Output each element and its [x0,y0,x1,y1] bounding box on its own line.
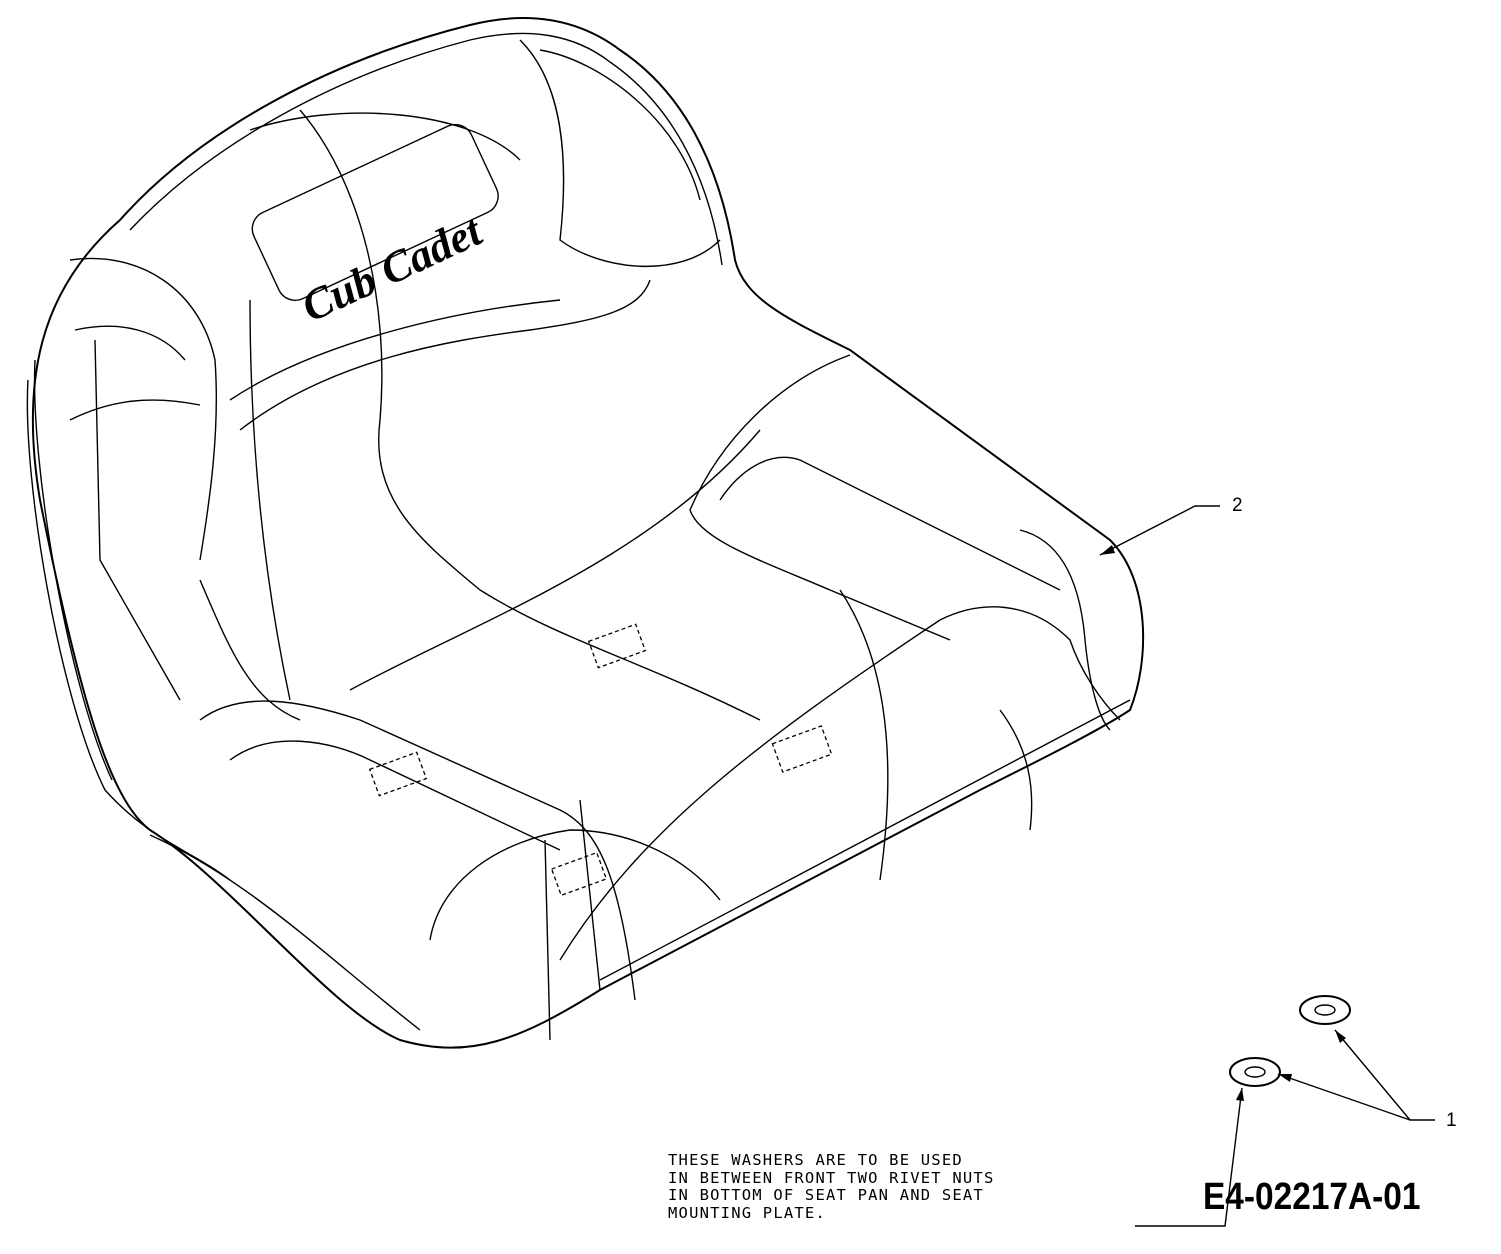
note-line: THESE WASHERS ARE TO BE USED [668,1151,963,1169]
note-line: IN BETWEEN FRONT TWO RIVET NUTS [668,1168,995,1187]
callout-2: 2 [1232,495,1243,516]
seat-outline [26,17,1145,1049]
backrest-panels [69,39,761,721]
rivet-nut-locations [368,623,833,897]
svg-text:Cub Cadet: Cub Cadet [294,205,490,331]
seat-cushion-panels [199,354,1121,1041]
note-line: IN BOTTOM OF SEAT PAN AND SEAT [668,1186,984,1204]
leader-lines [1099,505,1435,1227]
callout-1: 1 [1446,1110,1457,1131]
washers [1229,995,1351,1087]
note-line: MOUNTING PLATE. [668,1203,826,1222]
logo-badge: Cub Cadet [251,123,499,332]
drawing-number: E4-02217A-01 [1203,1176,1421,1218]
